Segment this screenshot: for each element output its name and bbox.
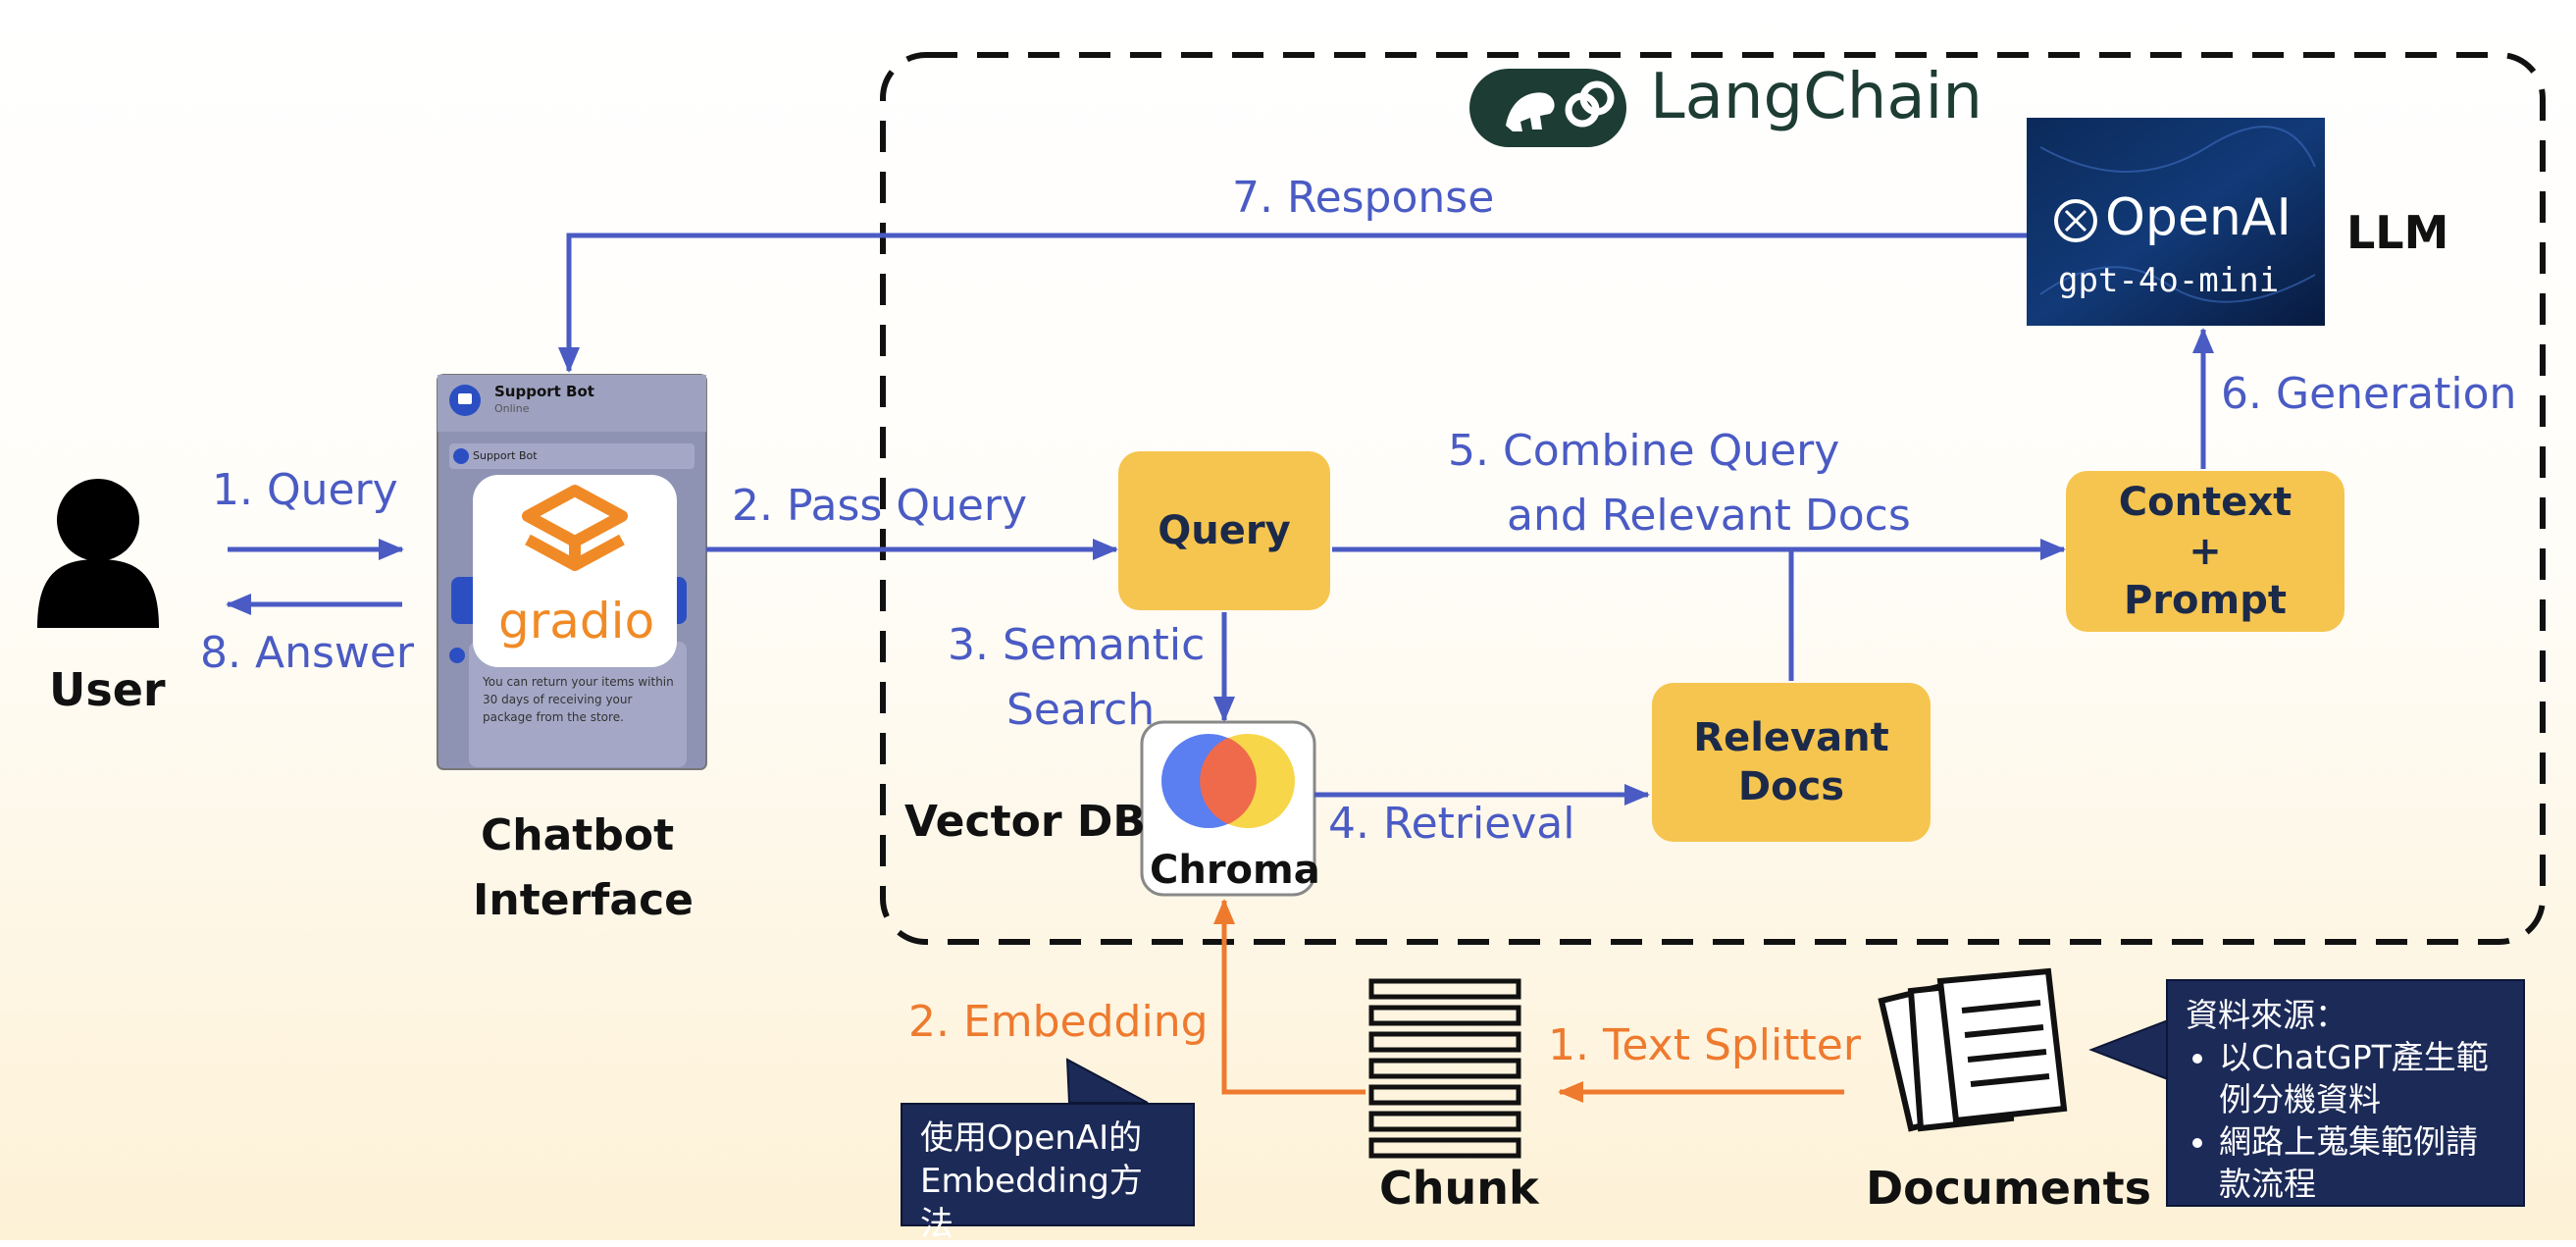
openai-brand: OpenAI: [2105, 188, 2292, 247]
arrow-label-combine-1: 5. Combine Query: [1448, 426, 1840, 476]
gradio-logo-icon: [473, 475, 677, 667]
arrow-label-response: 7. Response: [1232, 173, 1495, 223]
embedding-note: 使用OpenAI的 Embedding方法: [901, 1103, 1195, 1244]
query-box: Query: [1118, 451, 1330, 610]
bot-name: Support Bot: [494, 383, 594, 400]
langchain-boundary: [880, 52, 2546, 945]
relevant-line1: Relevant: [1693, 715, 1889, 760]
query-box-label: Query: [1158, 508, 1291, 553]
langchain-logo-icon: [1469, 69, 1626, 147]
source-note-item: 網路上蒐集範例請款流程: [2219, 1121, 2505, 1206]
embedding-note-line2: Embedding方法: [920, 1162, 1143, 1245]
arrow-label-combine-2: and Relevant Docs: [1507, 491, 1911, 541]
bot-status: Online: [494, 402, 530, 415]
gradio-logo-text: gradio: [498, 593, 655, 649]
langchain-title: LangChain: [1650, 61, 1983, 133]
source-note-title: 資料來源：: [2186, 996, 2347, 1034]
arrow-label-retrieval: 4. Retrieval: [1328, 799, 1575, 849]
llm-model: gpt-4o-mini: [2058, 261, 2280, 300]
blue-arrows: [226, 233, 2214, 805]
documents-icon: [1878, 967, 2068, 1132]
embedding-note-pointer: [1065, 1058, 1149, 1104]
embedding-note-line1: 使用OpenAI的: [920, 1118, 1143, 1158]
source-note: 資料來源： 以ChatGPT產生範例分機資料 網路上蒐集範例請款流程: [2166, 979, 2525, 1207]
chroma-name: Chroma: [1150, 848, 1320, 893]
context-line1: Context: [2118, 480, 2293, 525]
arrow-label-generation: 6. Generation: [2221, 369, 2517, 419]
orange-arrows: [1213, 899, 1844, 1103]
source-note-pointer: [2088, 1018, 2169, 1081]
user-icon: [37, 479, 159, 628]
openai-logo-icon: [2054, 199, 2097, 242]
arrow-label-pass-query: 2. Pass Query: [732, 481, 1028, 531]
arrow-label-semantic-1: 3. Semantic: [948, 620, 1206, 670]
source-note-list: 以ChatGPT產生範例分機資料 網路上蒐集範例請款流程: [2186, 1037, 2505, 1206]
context-line2: +: [2189, 529, 2222, 574]
relevant-line2: Docs: [1737, 764, 1845, 809]
source-note-item: 以ChatGPT產生範例分機資料: [2219, 1037, 2505, 1121]
chunk-label: Chunk: [1379, 1162, 1539, 1215]
chat-message: You can return your items within 30 days…: [483, 675, 674, 724]
context-prompt-box: Context + Prompt: [2066, 471, 2344, 632]
chatbot-label-line1: Chatbot: [481, 810, 675, 860]
arrow-label-embedding: 2. Embedding: [908, 997, 1209, 1047]
documents-label: Documents: [1866, 1162, 2152, 1215]
bot-name-small: Support Bot: [473, 449, 538, 462]
chroma-logo-icon: [1140, 720, 1316, 897]
arrow-label-query: 1. Query: [212, 465, 398, 515]
relevant-docs-box: Relevant Docs: [1652, 683, 1931, 842]
arrow-label-semantic-2: Search: [1006, 685, 1156, 735]
arrow-label-answer: 8. Answer: [200, 628, 415, 678]
user-label: User: [49, 663, 166, 716]
chunk-icon: [1368, 978, 1521, 1159]
context-line3: Prompt: [2124, 578, 2287, 623]
arrow-label-text-splitter: 1. Text Splitter: [1548, 1020, 1861, 1070]
vector-db-label: Vector DB: [904, 797, 1146, 847]
llm-label: LLM: [2346, 206, 2449, 259]
chatbot-label-line2: Interface: [473, 875, 695, 925]
